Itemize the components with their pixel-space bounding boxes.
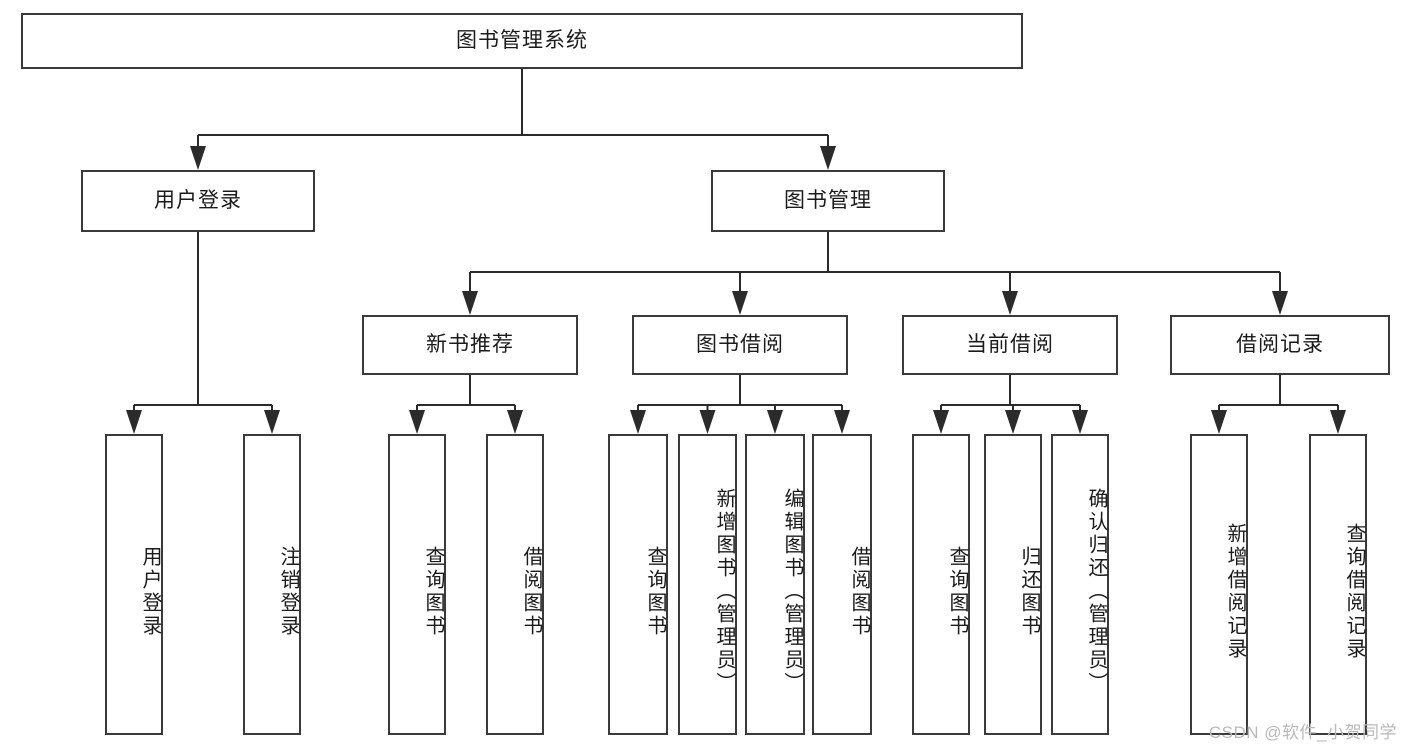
arrowhead-icon — [820, 146, 836, 170]
node-leaf-query-record[interactable]: 查询借阅记录 — [1309, 434, 1367, 735]
arrowhead-icon — [462, 291, 478, 315]
node-leaf-query-book-1[interactable]: 查询图书 — [388, 434, 446, 735]
node-label: 新书推荐 — [426, 333, 514, 357]
node-leaf-user-logout[interactable]: 注销登录 — [243, 434, 301, 735]
node-label: 查询图书 — [644, 545, 666, 638]
node-current-borrow[interactable]: 当前借阅 — [902, 315, 1118, 375]
node-borrow-record[interactable]: 借阅记录 — [1170, 315, 1390, 375]
arrowhead-icon — [190, 146, 206, 170]
arrowhead-icon — [409, 410, 425, 434]
node-label: 借阅记录 — [1236, 333, 1324, 357]
node-label: 新增借阅记录 — [1224, 522, 1246, 661]
arrowhead-icon — [1211, 410, 1227, 434]
arrowhead-icon — [126, 410, 142, 434]
node-label: 编辑图书（管理员） — [781, 488, 803, 695]
watermark: CSDN @软件_小贺同学 — [1208, 723, 1397, 742]
arrowhead-icon — [834, 410, 850, 434]
node-leaf-add-record[interactable]: 新增借阅记录 — [1190, 434, 1248, 735]
arrowhead-icon — [933, 410, 949, 434]
node-leaf-return-book[interactable]: 归还图书 — [984, 434, 1042, 735]
arrowhead-icon — [767, 410, 783, 434]
arrowhead-icon — [264, 410, 280, 434]
node-label: 图书管理 — [784, 189, 872, 213]
arrowhead-icon — [630, 410, 646, 434]
arrowhead-icon — [1072, 410, 1088, 434]
node-leaf-add-book[interactable]: 新增图书（管理员） — [678, 434, 737, 735]
node-label: 用户登录 — [154, 189, 242, 213]
node-user-login[interactable]: 用户登录 — [81, 170, 315, 232]
node-label: 注销登录 — [277, 545, 299, 638]
node-leaf-confirm-return[interactable]: 确认归还（管理员） — [1051, 434, 1109, 735]
arrowhead-icon — [699, 410, 716, 434]
arrowhead-icon — [732, 291, 748, 315]
node-leaf-query-book-3[interactable]: 查询图书 — [912, 434, 970, 735]
node-label: 查询图书 — [946, 545, 968, 638]
arrowhead-icon — [1330, 410, 1346, 434]
node-label: 查询图书 — [422, 545, 444, 638]
node-label: 图书管理系统 — [456, 29, 588, 53]
node-label: 当前借阅 — [966, 333, 1054, 357]
node-leaf-borrow-book-2[interactable]: 借阅图书 — [812, 434, 872, 735]
node-label: 借阅图书 — [520, 545, 542, 638]
arrowhead-icon — [1005, 410, 1021, 434]
node-leaf-user-login[interactable]: 用户登录 — [105, 434, 163, 735]
node-root[interactable]: 图书管理系统 — [21, 13, 1023, 69]
node-label: 归还图书 — [1018, 545, 1040, 638]
node-label: 借阅图书 — [848, 545, 870, 638]
node-leaf-edit-book[interactable]: 编辑图书（管理员） — [745, 434, 805, 735]
node-leaf-borrow-book-1[interactable]: 借阅图书 — [486, 434, 544, 735]
arrowhead-icon — [507, 410, 523, 434]
arrowhead-icon — [1272, 291, 1288, 315]
node-book-manage[interactable]: 图书管理 — [711, 170, 945, 232]
node-label: 确认归还（管理员） — [1085, 488, 1107, 695]
node-new-book-rec[interactable]: 新书推荐 — [362, 315, 578, 375]
arrowhead-icon — [1002, 291, 1018, 315]
node-label: 图书借阅 — [696, 333, 784, 357]
node-book-borrow[interactable]: 图书借阅 — [632, 315, 848, 375]
node-label: 新增图书（管理员） — [713, 488, 735, 695]
node-label: 用户登录 — [139, 545, 161, 638]
node-leaf-query-book-2[interactable]: 查询图书 — [608, 434, 668, 735]
node-label: 查询借阅记录 — [1343, 522, 1365, 661]
